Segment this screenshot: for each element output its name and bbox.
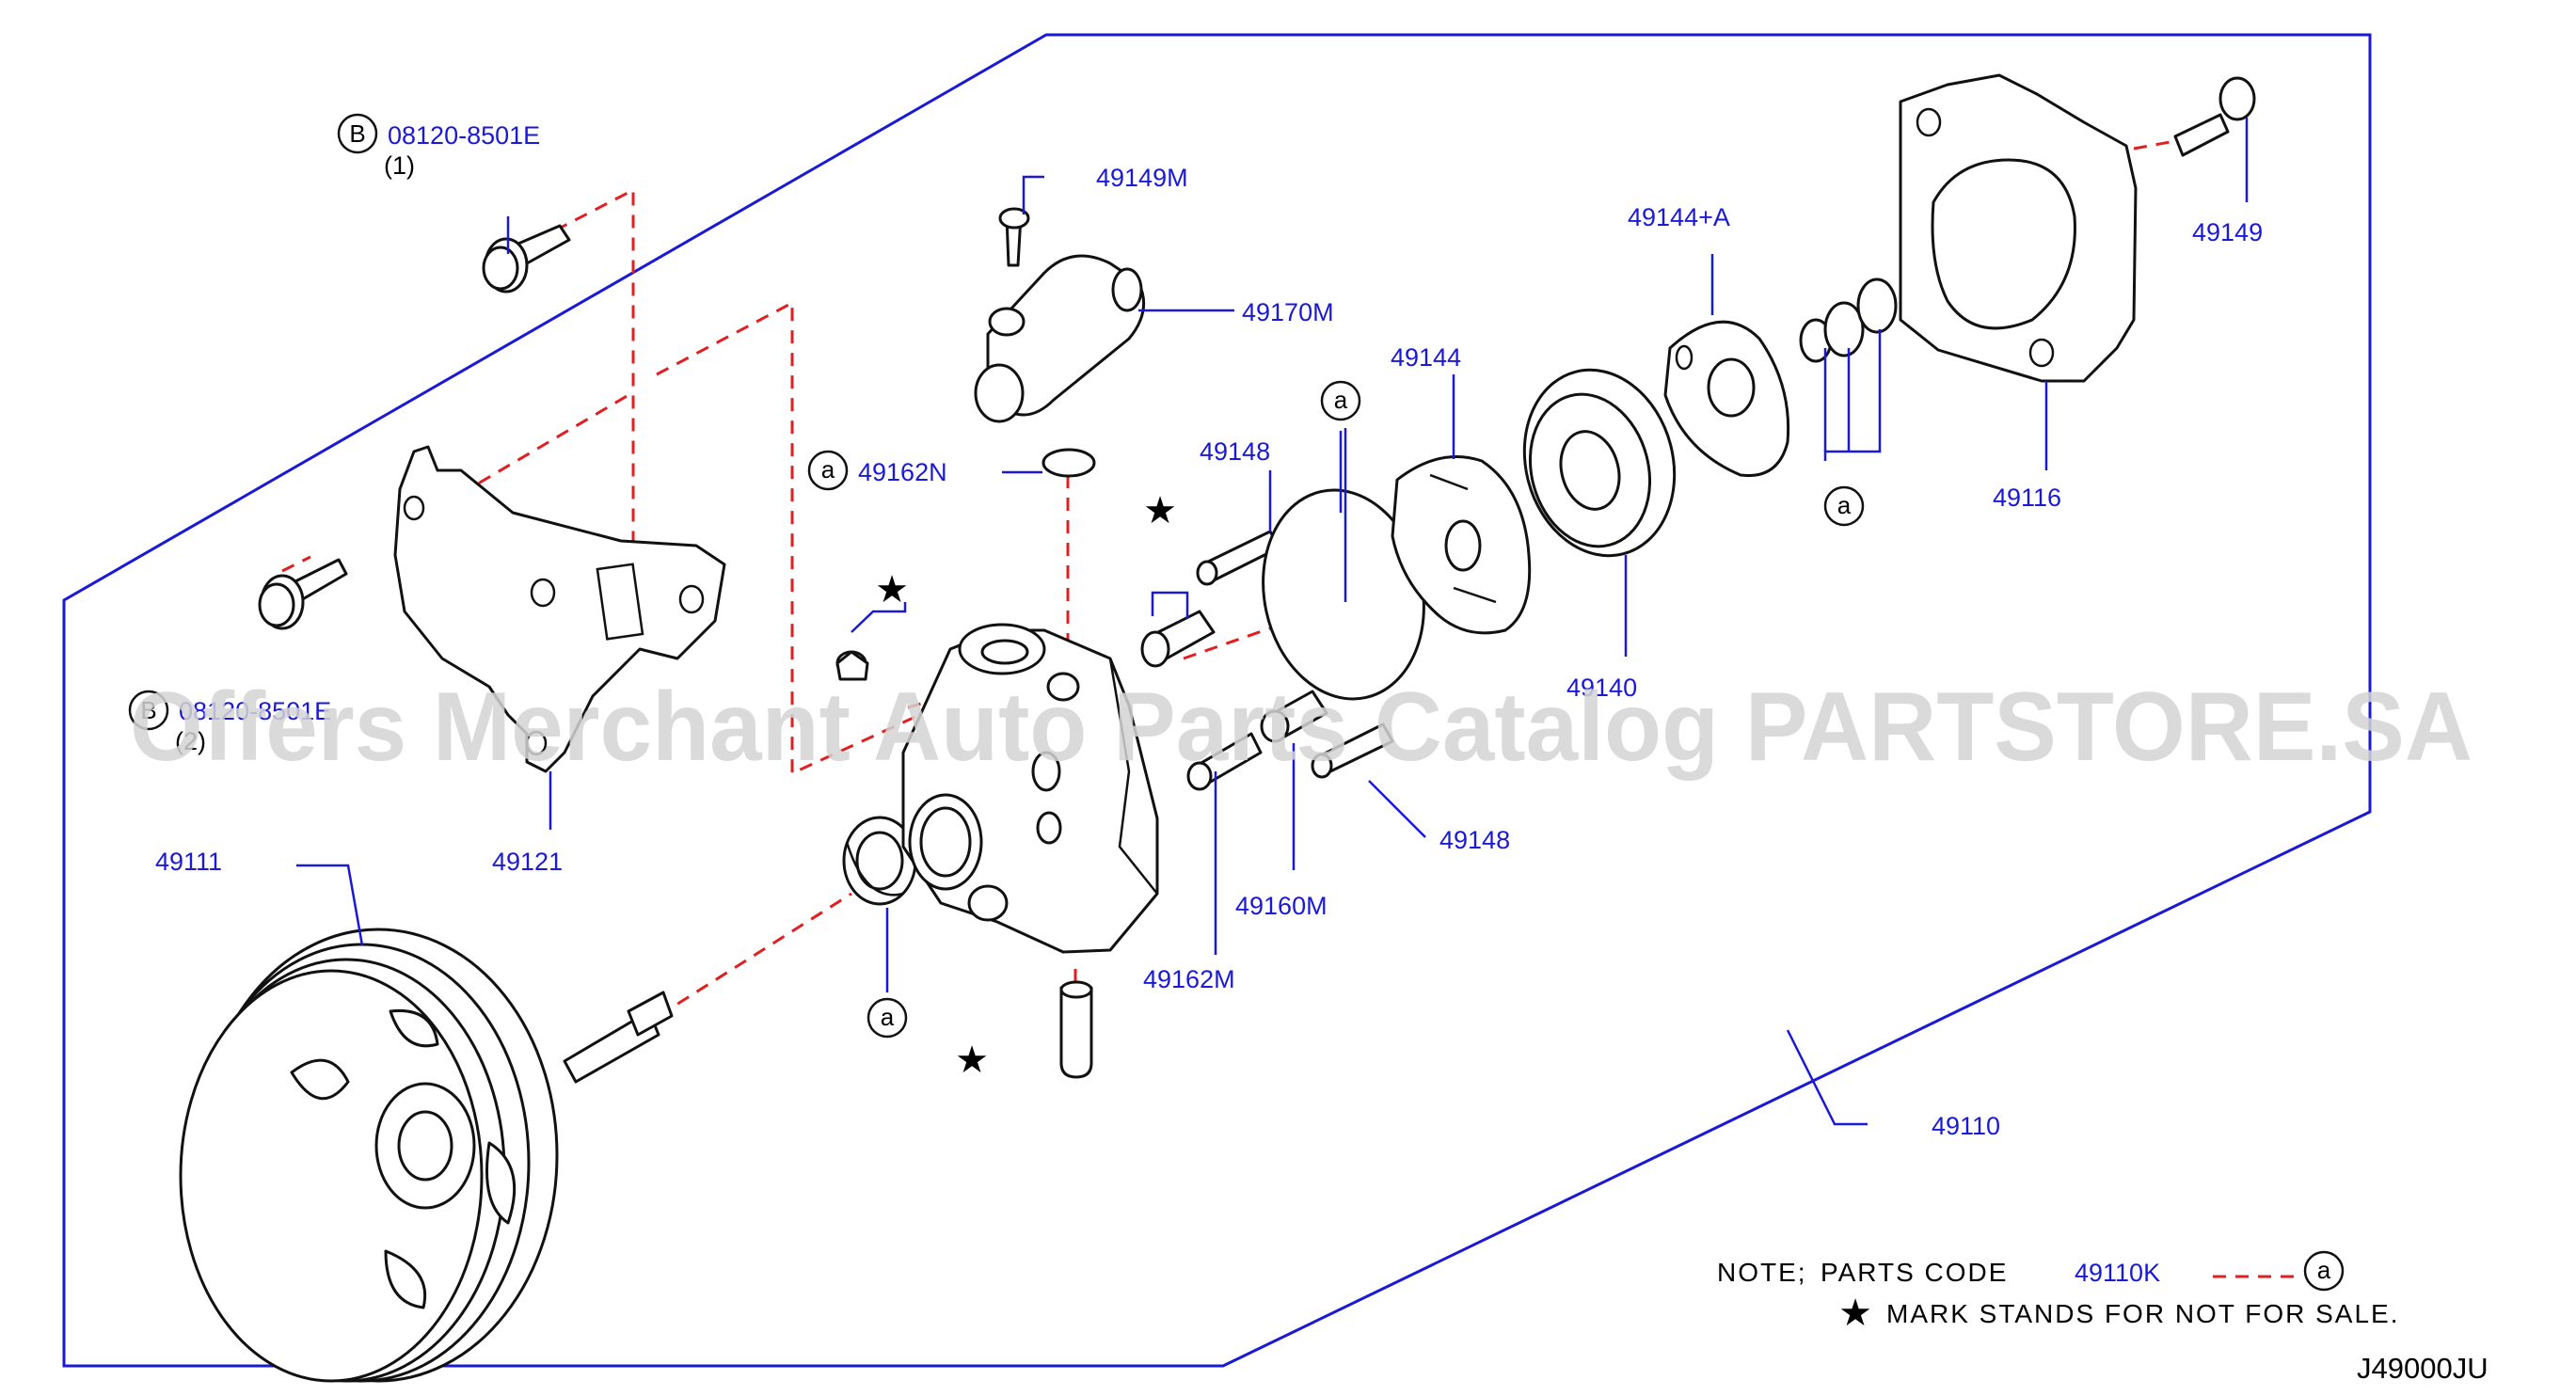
outlet-fitting-49170m <box>974 254 1146 423</box>
bracket-49121 <box>393 445 726 773</box>
marker-b-top: B <box>337 113 378 154</box>
note-star-text: MARK STANDS FOR NOT FOR SALE. <box>1886 1299 2399 1328</box>
label-49140: 49140 <box>1566 674 1637 702</box>
marker-b-mid: B <box>128 690 169 731</box>
plate-49144a <box>1663 320 1790 478</box>
oring-49162n <box>1042 448 1096 478</box>
pulley-49111 <box>179 928 674 1383</box>
pin-49148-bottom <box>1311 722 1394 779</box>
label-bolt-b: 08120-8501E <box>388 121 540 150</box>
note-parts-code: 49110K <box>2075 1259 2160 1287</box>
label-49149: 49149 <box>2192 218 2263 246</box>
plug-cap <box>835 650 869 681</box>
label-49148-top: 49148 <box>1200 437 1270 466</box>
marker-a-seal: a <box>867 997 908 1039</box>
marker-a-oring: a <box>807 450 849 491</box>
label-49148-bottom: 49148 <box>1439 826 1510 854</box>
marker-a-note: a <box>2303 1250 2345 1292</box>
label-bolt-b2-qty: (2) <box>175 727 206 755</box>
note-parts-code-label: PARTS CODE <box>1821 1258 2008 1287</box>
bolt-08120-mid <box>258 558 348 630</box>
label-49116: 49116 <box>1993 484 2061 512</box>
note-block: NOTE; PARTS CODE 49110K MARK STANDS FOR … <box>1717 1258 2399 1328</box>
valve-spring-upper <box>1140 610 1216 668</box>
label-49144a: 49144+A <box>1628 203 1730 231</box>
label-bolt-b2: 08120-8501E <box>179 697 331 725</box>
svg-text:B: B <box>140 696 156 724</box>
marker-a-right: a <box>1823 485 1865 527</box>
svg-text:a: a <box>1334 386 1348 414</box>
diagram-code: J49000JU <box>2357 1352 2489 1385</box>
label-49160m: 49160M <box>1235 892 1328 920</box>
pin-49148-top <box>1196 530 1281 586</box>
bolt-49149 <box>2173 76 2256 157</box>
marker-a-top: a <box>1320 380 1361 421</box>
valve-sleeve <box>1260 690 1328 743</box>
leader-lines <box>296 118 2249 1126</box>
housing-49116 <box>1899 73 2138 383</box>
bolt-08120-top <box>482 224 571 293</box>
bottom-fitting <box>1059 980 1093 1079</box>
watermark: Offers Merchant Auto Parts Catalog PARTS… <box>130 673 2473 782</box>
label-bolt-b-qty: (1) <box>384 151 415 180</box>
label-49110: 49110 <box>1932 1112 2000 1140</box>
star-marker-note: ★ <box>1838 1293 1872 1334</box>
label-49162n: 49162N <box>858 458 947 486</box>
label-49149m: 49149M <box>1096 164 1188 192</box>
star-marker-fitting: ★ <box>955 1039 989 1081</box>
svg-text:a: a <box>1837 491 1852 519</box>
assembly-frame <box>62 33 2372 1368</box>
label-49170m: 49170M <box>1242 298 1334 326</box>
svg-text:a: a <box>881 1003 895 1031</box>
svg-text:a: a <box>821 455 835 484</box>
svg-text:a: a <box>2317 1256 2331 1284</box>
bolt-49149m <box>998 207 1030 267</box>
cartridge-49140 <box>1522 368 1677 558</box>
note-prefix: NOTE; <box>1717 1258 1807 1287</box>
pump-body <box>901 623 1159 954</box>
label-49162m: 49162M <box>1143 965 1235 993</box>
svg-text:B: B <box>349 119 365 148</box>
star-marker-cap: ★ <box>875 569 909 611</box>
star-marker-spring: ★ <box>1143 490 1177 531</box>
label-49121: 49121 <box>492 848 563 876</box>
label-49144: 49144 <box>1391 343 1461 372</box>
label-49111: 49111 <box>155 848 222 876</box>
orings-a <box>1799 278 1898 363</box>
spring-49160m <box>1186 732 1263 791</box>
side-plate-49144 <box>1391 455 1532 635</box>
